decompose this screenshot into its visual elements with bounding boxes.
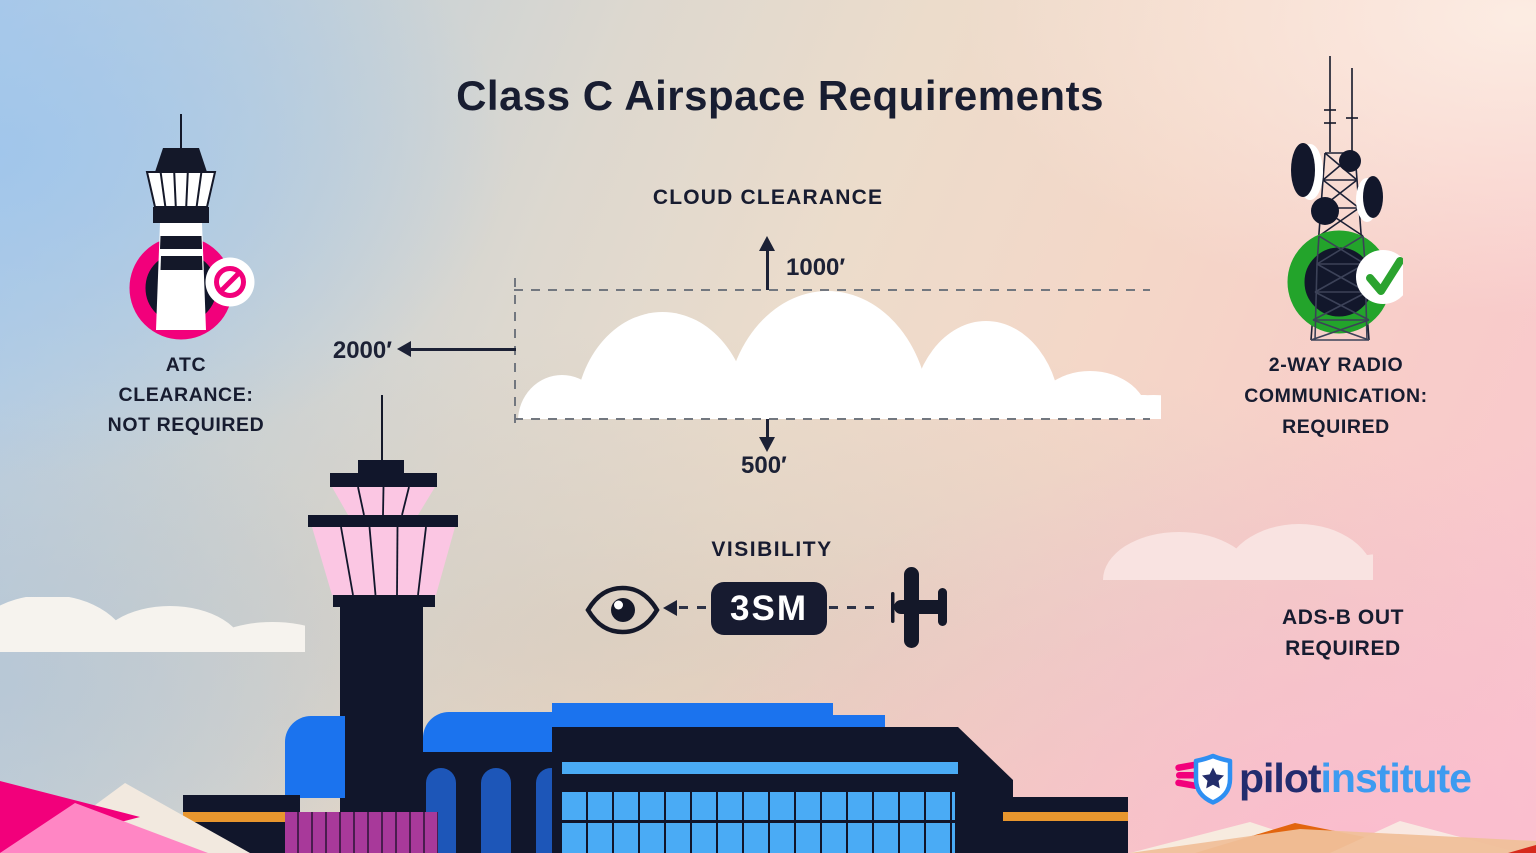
radio-line-1: 2-WAY RADIO	[1268, 354, 1404, 376]
eye-icon	[585, 585, 660, 635]
control-tower-icon	[129, 114, 255, 340]
pilot-institute-logo: pilotinstitute	[1175, 752, 1472, 805]
cloud-clearance-label: CLOUD CLEARANCE	[652, 186, 884, 209]
up-arrow-icon	[759, 236, 775, 251]
terminal-light-stripe	[562, 762, 958, 774]
terminal-right-wing	[1003, 797, 1128, 853]
terminal-window-grid	[560, 792, 955, 853]
radio-line-2: COMMUNICATION:	[1244, 385, 1428, 407]
bottom-left-triangles	[0, 781, 250, 853]
terminal-roof-upper	[552, 703, 833, 728]
atc-line-3: NOT REQUIRED	[107, 414, 265, 436]
arch-window	[481, 768, 511, 853]
down-arrow-line	[766, 419, 769, 438]
visibility-label: VISIBILITY	[711, 538, 833, 561]
airplane-icon	[891, 567, 947, 648]
bottom-right-mountains	[1130, 821, 1536, 853]
cloud-illustration	[513, 284, 1161, 419]
terminal-arcade	[423, 752, 553, 853]
radio-tower-icon	[1287, 56, 1403, 341]
logo-word-institute: institute	[1320, 755, 1472, 801]
atc-clearance-text: ATC CLEARANCE: NOT REQUIRED	[80, 350, 292, 440]
adsb-line-2: REQUIRED	[1285, 637, 1401, 660]
radio-communication-text: 2-WAY RADIO COMMUNICATION: REQUIRED	[1225, 350, 1447, 443]
left-arrow-icon	[397, 341, 411, 357]
atc-line-2: CLEARANCE:	[118, 384, 254, 406]
airport-control-tower	[308, 395, 458, 812]
atc-line-1: ATC	[165, 354, 207, 376]
adsb-text: ADS-B OUT REQUIRED	[1243, 602, 1443, 664]
visibility-left-arrow-icon	[663, 600, 677, 616]
above-cloud-distance: 1000′	[786, 254, 846, 281]
logo-wordmark: pilotinstitute	[1239, 755, 1472, 801]
right-wing-orange-stripe	[1003, 812, 1128, 821]
visibility-dash-left	[679, 606, 709, 609]
upper-cloud-boundary-dashed-line	[514, 289, 1150, 291]
page-title: Class C Airspace Requirements	[456, 72, 1104, 119]
horizontal-arrow-line	[408, 348, 516, 351]
no-sign-icon	[205, 257, 255, 307]
visibility-value: 3SM	[730, 588, 808, 628]
terminal-roof-step	[833, 715, 885, 728]
left-sky-cloud	[0, 597, 305, 652]
checkmark-icon	[1356, 250, 1403, 304]
down-arrow-icon	[759, 437, 775, 452]
logo-word-pilot: pilot	[1239, 755, 1322, 801]
radio-line-3: REQUIRED	[1282, 416, 1390, 438]
below-cloud-distance: 500′	[741, 452, 787, 479]
arch-window	[536, 768, 553, 853]
adsb-line-1: ADS-B OUT	[1281, 606, 1405, 629]
winged-shield-icon	[1175, 753, 1233, 805]
up-arrow-line	[766, 249, 769, 290]
horizontal-clearance-dashed-line	[514, 278, 516, 428]
horizontal-cloud-distance: 2000′	[332, 337, 392, 364]
lower-cloud-boundary-dashed-line	[514, 418, 1150, 420]
visibility-dash-right	[829, 606, 883, 609]
purple-striped-section	[285, 812, 438, 853]
left-wing-orange-stripe	[183, 812, 287, 822]
visibility-value-badge: 3SM	[711, 582, 827, 635]
terminal-blue-block-left	[285, 716, 345, 798]
right-sky-cloud	[1093, 520, 1373, 580]
